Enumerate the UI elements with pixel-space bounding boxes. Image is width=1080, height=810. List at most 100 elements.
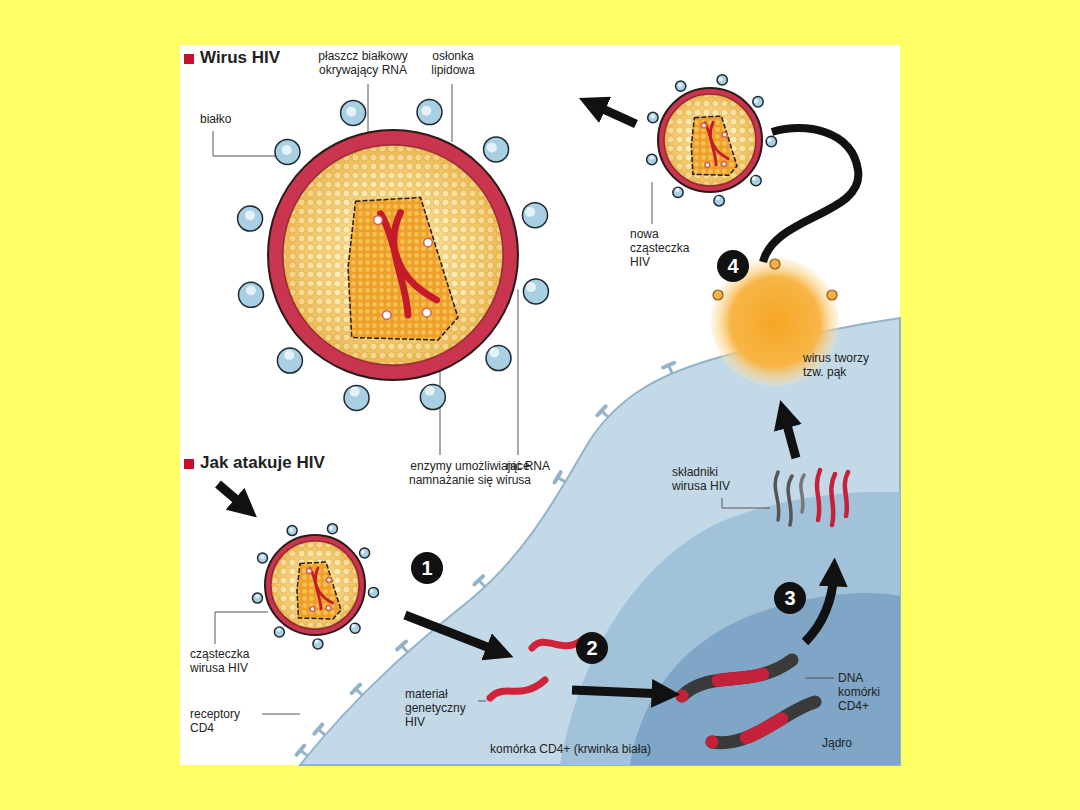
process-arrows <box>218 104 858 694</box>
spike-protein <box>350 623 360 633</box>
callout-number: 1 <box>411 552 443 584</box>
spike-protein <box>420 385 445 410</box>
spike-highlight <box>246 285 256 295</box>
spike-protein <box>252 593 262 603</box>
cd4-receptor <box>314 725 322 734</box>
spike-protein <box>648 112 658 122</box>
hiv-virion <box>252 524 378 649</box>
part-label: składniki wirusa HIV <box>672 466 752 494</box>
part-label: nić RNA <box>506 460 550 474</box>
spike-protein <box>417 100 442 125</box>
cytoplasm-inner <box>560 492 900 765</box>
spike-protein <box>341 100 366 125</box>
spike-highlight <box>260 555 264 559</box>
spike-highlight <box>767 138 771 142</box>
heading-marker <box>184 459 194 469</box>
spike-protein <box>714 195 724 205</box>
spike-highlight <box>370 589 374 593</box>
part-label: płaszcz białkowy okrywający RNA <box>313 50 413 78</box>
spike-highlight <box>361 550 365 554</box>
spike-highlight <box>421 106 431 116</box>
spike-highlight <box>282 145 292 155</box>
cd4-receptor <box>474 576 483 584</box>
spike-highlight <box>489 348 499 358</box>
section-heading: Jak atakuje HIV <box>200 453 325 473</box>
spike-highlight <box>351 624 355 628</box>
spike-protein <box>369 587 379 597</box>
enzyme <box>422 308 431 317</box>
spike-protein <box>287 526 297 536</box>
spike-highlight <box>255 594 259 598</box>
part-label: osłonka lipidowa <box>422 50 484 78</box>
cd4-receptor <box>597 406 605 415</box>
cd4-receptor <box>297 746 305 755</box>
spike-protein <box>673 187 683 197</box>
spike-highlight <box>650 156 654 160</box>
cd4-receptor <box>397 642 406 650</box>
enzyme <box>374 216 383 225</box>
spike-highlight <box>277 628 281 632</box>
spike-protein <box>313 639 323 649</box>
nucleus <box>630 593 900 765</box>
enzyme <box>701 123 706 128</box>
enzyme <box>326 606 331 611</box>
cell-membrane <box>300 318 900 765</box>
spike-highlight <box>350 387 360 397</box>
heading-marker <box>184 54 194 64</box>
spike-protein <box>753 97 763 107</box>
enzyme <box>327 578 332 583</box>
spike-highlight <box>346 107 356 117</box>
spike-protein <box>486 346 511 371</box>
spike-highlight <box>526 282 536 292</box>
spike-protein <box>258 553 268 563</box>
capsid <box>348 198 458 341</box>
spike-protein <box>647 154 657 164</box>
enzyme <box>722 161 727 166</box>
spike-highlight <box>716 196 720 200</box>
hiv-rna <box>490 640 582 698</box>
lipid-envelope <box>268 130 518 380</box>
spike-highlight <box>719 77 723 81</box>
spike-protein <box>274 627 284 637</box>
spike-highlight <box>425 386 435 396</box>
spike-protein <box>360 548 370 558</box>
matrix-glow <box>283 145 503 365</box>
callout-number: 3 <box>774 582 806 614</box>
spike-highlight <box>752 176 756 180</box>
lipid-envelope <box>265 535 365 635</box>
part-label: nowa cząsteczka HIV <box>630 228 710 269</box>
matrix-layer <box>271 541 359 629</box>
rna-strand <box>394 213 408 316</box>
rna-strand <box>310 569 333 604</box>
matrix-layer <box>664 94 756 186</box>
spike-protein <box>327 524 337 534</box>
part-label: Jądro <box>822 737 852 751</box>
cell-dna <box>682 660 815 743</box>
enzyme <box>382 311 391 320</box>
callout-number: 2 <box>576 632 608 664</box>
spike-protein <box>238 206 263 231</box>
enzyme <box>307 569 312 574</box>
spike-protein <box>344 385 369 410</box>
part-label: receptory CD4 <box>190 708 262 736</box>
enzyme <box>722 132 727 137</box>
diagram-title: Wirus HIV <box>200 48 280 68</box>
cd4-receptor <box>555 472 561 482</box>
spike-protein <box>675 81 685 91</box>
cd4-receptor <box>352 685 360 694</box>
spike-highlight <box>651 114 655 118</box>
part-label: materiał genetyczny HIV <box>405 688 477 729</box>
spike-protein <box>766 136 776 146</box>
enzyme <box>705 162 710 167</box>
spike-highlight <box>245 210 255 220</box>
hiv-virion <box>238 100 549 411</box>
spike-protein <box>484 137 509 162</box>
virus-components <box>775 470 848 525</box>
spike-highlight <box>675 188 679 192</box>
spike-highlight <box>525 207 535 217</box>
matrix-glow <box>271 541 359 629</box>
spike-protein <box>523 279 548 304</box>
part-label: wirus tworzy tzw. pąk <box>803 352 883 380</box>
hiv-virion <box>647 75 777 206</box>
part-label: cząsteczka wirusa HIV <box>190 648 272 676</box>
